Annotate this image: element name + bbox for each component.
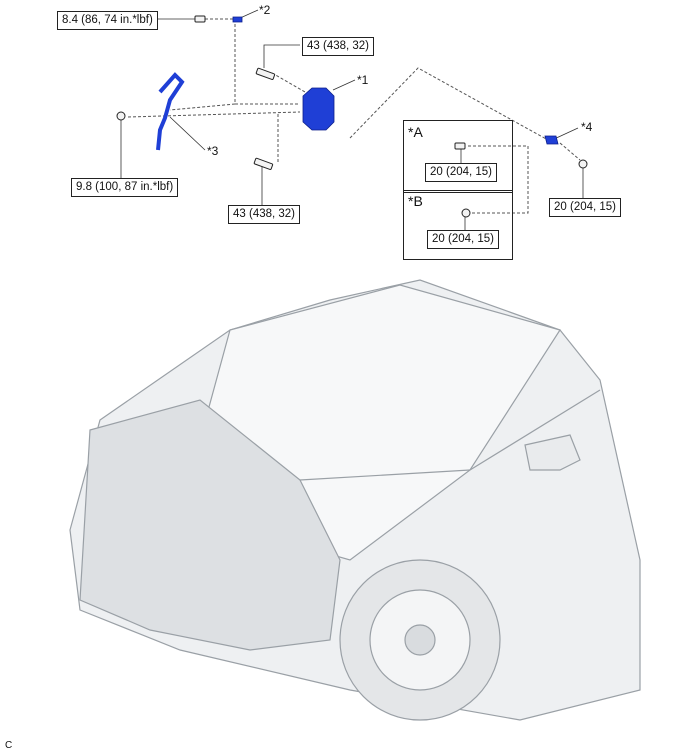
- torque-spec-3: 9.8 (100, 87 in.*lbf): [71, 178, 179, 197]
- nut-icon-detail-b: [461, 208, 471, 218]
- bolt-icon-detail-a: [454, 142, 466, 150]
- callout-4: *4: [581, 120, 593, 134]
- torque-spec-2: 43 (438, 32): [302, 37, 375, 56]
- part-2-clamp: [232, 16, 243, 23]
- callout-1: *1: [357, 73, 369, 87]
- part-3-bracket: [156, 72, 185, 151]
- callout-3: *3: [207, 144, 219, 158]
- highlighted-parts: [156, 16, 559, 151]
- torque-spec-4: 43 (438, 32): [228, 205, 301, 224]
- vehicle-illustration: [69, 279, 641, 721]
- corner-mark: C: [5, 740, 13, 751]
- torque-spec-6: 20 (204, 15): [427, 230, 500, 249]
- detail-label-b: *B: [408, 193, 423, 209]
- bolt-icon-lower: [253, 157, 274, 171]
- torque-spec-1: 8.4 (86, 74 in.*lbf): [57, 11, 158, 30]
- nut-icon-left: [116, 111, 126, 121]
- part-1-assembly: [302, 87, 335, 131]
- nut-icon-right: [578, 159, 588, 169]
- leader-lines: [127, 18, 581, 214]
- torque-spec-7: 20 (204, 15): [549, 198, 622, 217]
- bolt-icon-upper: [255, 67, 276, 81]
- torque-spec-5: 20 (204, 15): [425, 163, 498, 182]
- bolt-icon-spec1: [194, 15, 206, 23]
- fasteners: [116, 15, 588, 218]
- detail-frame-b: [403, 190, 513, 260]
- detail-frame-a: [403, 120, 513, 193]
- callout-2: *2: [259, 3, 271, 17]
- part-4-clip: [544, 135, 559, 145]
- detail-label-a: *A: [408, 124, 423, 140]
